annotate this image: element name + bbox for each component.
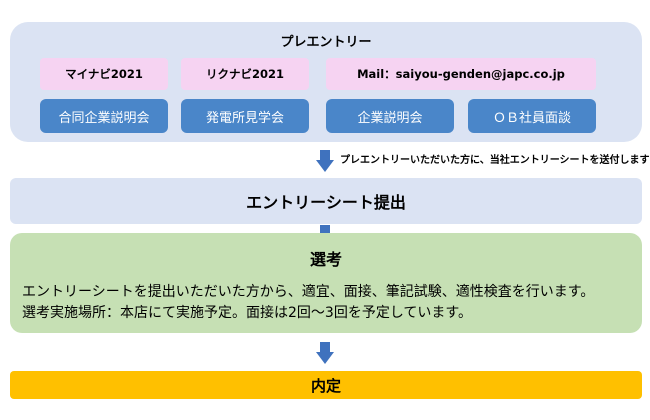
plant-tour-box: 発電所見学会: [181, 99, 309, 133]
joint-briefing-box: 合同企業説明会: [40, 99, 168, 133]
entry-sheet-label: エントリーシート提出: [246, 193, 406, 212]
entry-sheet-stage: エントリーシート提出: [10, 178, 642, 224]
offer-stage: 内定: [10, 371, 642, 399]
ob-interview-box: ＯＢ社員面談: [468, 99, 596, 133]
selection-line-1: エントリーシートを提出いただいた方から、適宜、面接、筆記試験、適性検査を行います…: [22, 284, 595, 300]
down-arrow-icon: [316, 150, 334, 172]
mynavi-box: マイナビ2021: [40, 58, 168, 90]
company-briefing-box: 企業説明会: [326, 99, 454, 133]
rikunabi-box: リクナビ2021: [181, 58, 309, 90]
selection-line-2: 選考実施場所：本店にて実施予定。面接は2回～3回を予定しています。: [22, 305, 472, 321]
selection-stage: 選考 エントリーシートを提出いただいた方から、適宜、面接、筆記試験、適性検査を行…: [10, 233, 642, 333]
selection-description: エントリーシートを提出いただいた方から、適宜、面接、筆記試験、適性検査を行います…: [22, 282, 637, 324]
send-entry-sheet-note: プレエントリーいただいた方に、当社エントリーシートを送付します: [340, 155, 650, 166]
mail-box: Mail：saiyou-genden@japc.co.jp: [326, 58, 596, 90]
pre-entry-title: プレエントリー: [280, 35, 372, 50]
offer-label: 内定: [310, 376, 341, 395]
selection-title: 選考: [309, 250, 342, 269]
down-arrow-icon: [316, 342, 334, 364]
